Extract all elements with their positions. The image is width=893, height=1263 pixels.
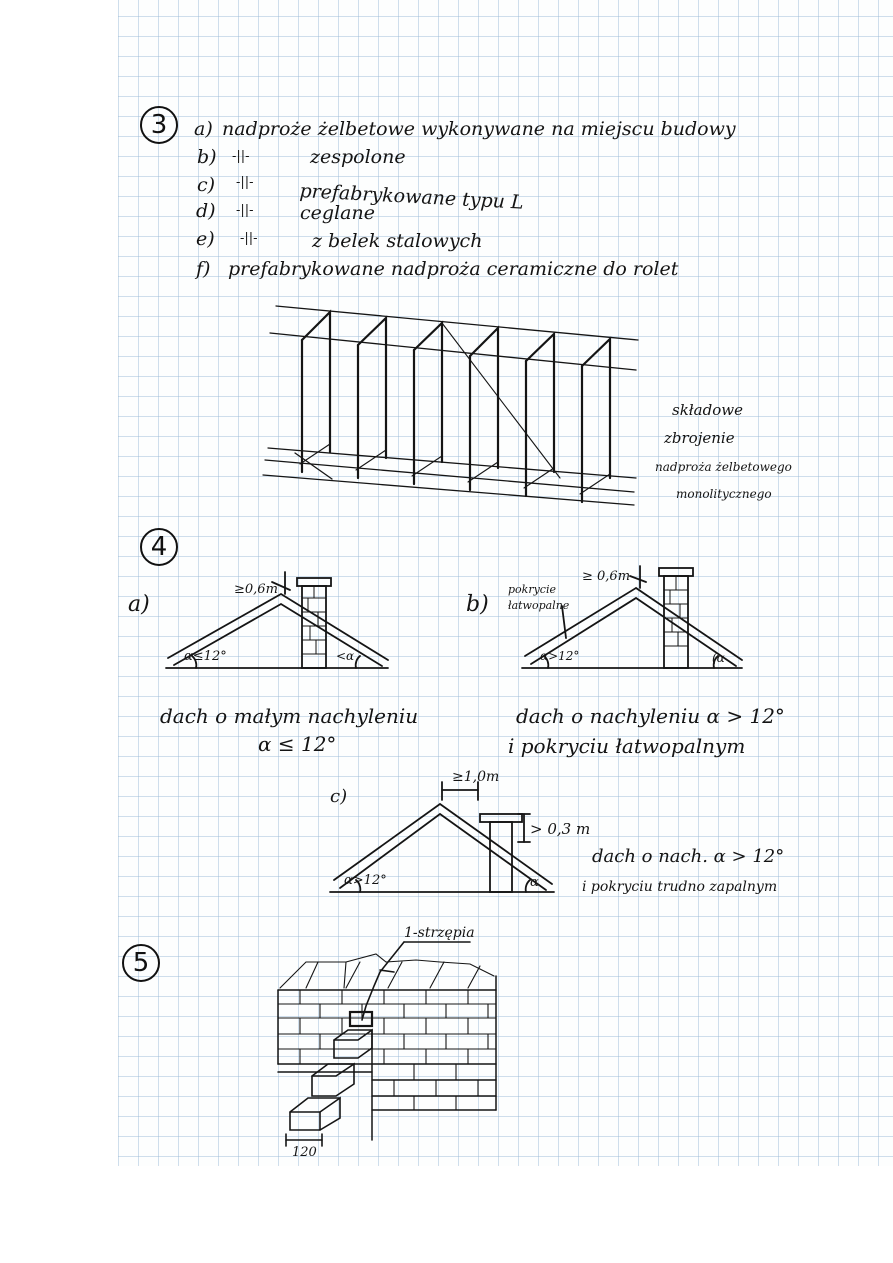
diagram-a-marker: a) [128, 592, 150, 617]
diagram-c-marker: c) [330, 786, 348, 807]
item-c-ditto: -||- [236, 175, 254, 190]
caption-a-1: dach o małym nachyleniu [160, 704, 419, 728]
caption-line-4: monolitycznego [676, 487, 772, 501]
item-a-marker: a) [194, 118, 213, 140]
diagram-a-angle-left: α≤12° [184, 649, 227, 664]
caption-line-2: zbrojenie [664, 429, 735, 447]
diagram-a-height: ≥0,6m [234, 582, 278, 597]
section-3-number: 3 [140, 106, 178, 144]
caption-b-1: dach o nachyleniu α > 12° [516, 704, 785, 728]
diagram-b-angle-right: (α [712, 651, 725, 665]
item-f-text: prefabrykowane nadproża ceramiczne do ro… [228, 258, 679, 280]
item-d-marker: d) [196, 200, 216, 222]
diagram-b-covering-1: pokrycie [508, 583, 556, 596]
item-a-text: nadproże żelbetowe wykonywane na miejscu… [222, 118, 736, 140]
brick-dimension: 120 [292, 1145, 317, 1160]
diagram-b-angle-left: α>12° [540, 649, 580, 663]
item-b-marker: b) [197, 146, 217, 168]
diagram-c-angle-left: α>12° [344, 873, 387, 888]
diagram-b-marker: b) [466, 592, 489, 617]
item-d-text: ceglane [300, 202, 375, 224]
diagram-b-covering-2: łatwopalne [508, 599, 570, 612]
diagram-c-distance: ≥1,0m [452, 769, 500, 785]
item-b-text: zespolone [310, 146, 406, 168]
item-e-text: z belek stalowych [312, 230, 483, 252]
diagram-c-height: > 0,3 m [530, 820, 591, 838]
caption-c-1: dach o nach. α > 12° [592, 846, 785, 867]
diagram-c-angle-right: α [530, 875, 539, 890]
section-5-number: 5 [122, 944, 160, 982]
item-d-ditto: -||- [236, 203, 254, 218]
item-b-ditto: -||- [232, 149, 250, 164]
section-4-number: 4 [140, 528, 178, 566]
item-e-marker: e) [196, 228, 215, 250]
item-c-marker: c) [197, 174, 216, 196]
diagram-b-height: ≥ 0,6m [582, 569, 631, 584]
caption-a-2: α ≤ 12° [258, 732, 337, 756]
item-e-ditto: -||- [240, 231, 258, 246]
toothing-label: 1-strzępia [404, 925, 475, 941]
caption-b-2: i pokryciu łatwopalnym [508, 734, 746, 758]
item-f-marker: f) [196, 258, 211, 280]
caption-c-2: i pokryciu trudno zapalnym [582, 879, 778, 895]
caption-line-1: składowe [672, 401, 743, 419]
diagram-a-angle-right: <α [336, 649, 355, 663]
caption-line-3: nadproża żelbetowego [655, 460, 792, 474]
